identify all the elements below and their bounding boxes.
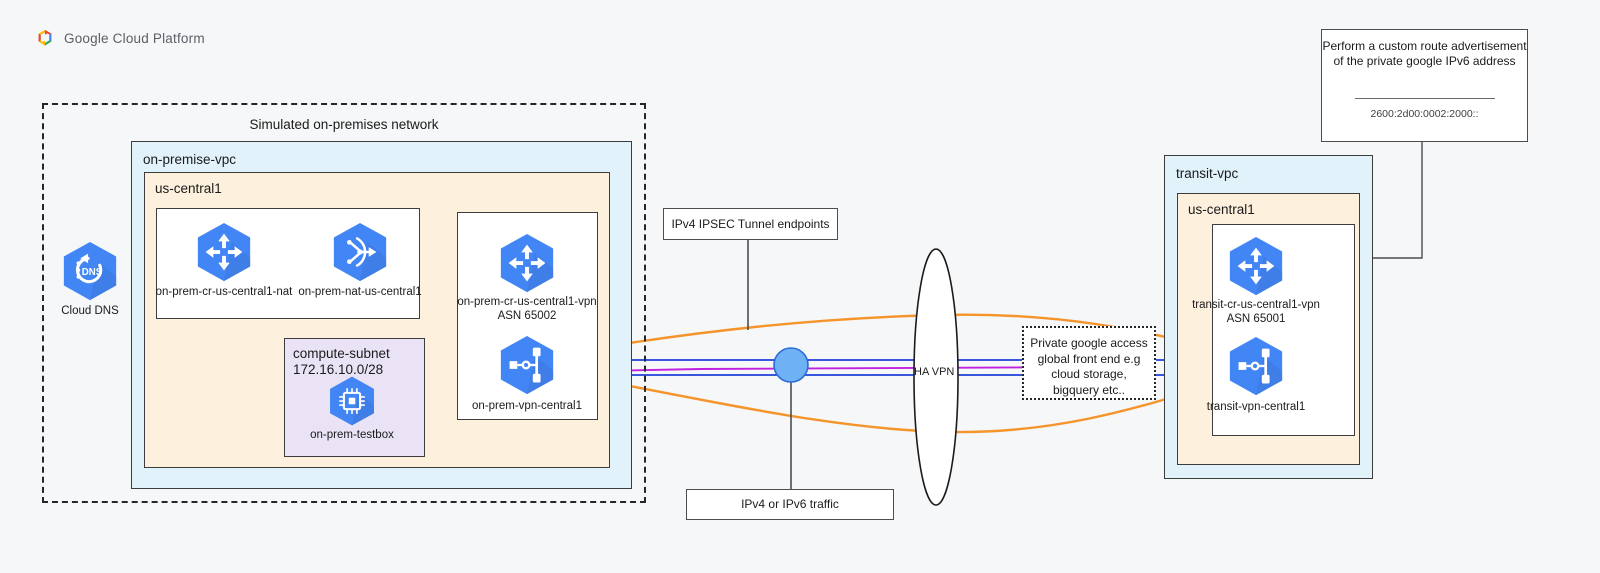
node-transit-cr-vpn-label: transit-cr-us-central1-vpn bbox=[1192, 299, 1320, 311]
on-premise-vpc-title: on-premise-vpc bbox=[143, 152, 237, 167]
node-onprem-nat-label: on-prem-nat-us-central1 bbox=[298, 286, 422, 298]
callout-custom-route-address: 2600:2d00:0002:2000:: bbox=[1370, 108, 1479, 120]
node-transit-cr-vpn-asn: ASN 65001 bbox=[1226, 313, 1286, 325]
node-cloud-dns-label: Cloud DNS bbox=[61, 305, 119, 317]
node-onprem-cr-vpn-label: on-prem-cr-us-central1-vpn bbox=[457, 296, 597, 308]
callout-ipsec-endpoints: IPv4 IPSEC Tunnel endpoints bbox=[663, 208, 838, 240]
gcp-header: Google Cloud Platform bbox=[34, 27, 205, 49]
cloud-nat-icon bbox=[333, 222, 387, 282]
onprem-region-title: us-central1 bbox=[155, 181, 222, 196]
node-transit-vpn-gateway-label: transit-vpn-central1 bbox=[1206, 401, 1306, 413]
transit-vpc-title: transit-vpc bbox=[1176, 166, 1239, 181]
simulated-onprem-title: Simulated on-premises network bbox=[249, 117, 439, 132]
compute-subnet-name: compute-subnet bbox=[293, 346, 390, 361]
callout-custom-route-divider bbox=[1355, 98, 1495, 99]
node-onprem-cr-vpn-asn: ASN 65002 bbox=[497, 310, 557, 322]
cloud-router-icon bbox=[1229, 236, 1283, 296]
vpn-gateway-icon bbox=[500, 335, 554, 395]
simulated-onprem-boundary: Simulated on-premises network bbox=[42, 103, 646, 503]
callout-traffic-text: IPv4 or IPv6 traffic bbox=[741, 497, 839, 511]
transit-region-title: us-central1 bbox=[1188, 202, 1255, 217]
compute-subnet-cidr: 172.16.10.0/28 bbox=[293, 362, 384, 377]
node-onprem-cr-nat-label: on-prem-cr-us-central1-nat bbox=[155, 286, 293, 298]
cloud-router-icon bbox=[197, 222, 251, 282]
cloud-router-icon bbox=[500, 233, 554, 293]
google-cloud-logo-icon bbox=[38, 29, 52, 46]
callout-custom-route: Perform a custom route advertisement of … bbox=[1321, 29, 1528, 142]
ha-vpn-label: HA VPN bbox=[914, 366, 955, 378]
callout-ipsec-endpoints-text: IPv4 IPSEC Tunnel endpoints bbox=[671, 217, 830, 231]
svg-text:DNS: DNS bbox=[82, 267, 103, 278]
callout-traffic: IPv4 or IPv6 traffic bbox=[686, 489, 894, 520]
private-google-access-text: Private google access global front end e… bbox=[1030, 336, 1148, 397]
tunnel-midpoint-node bbox=[773, 347, 809, 383]
vpn-gateway-icon bbox=[1229, 336, 1283, 396]
node-onprem-vpn-gateway-label: on-prem-vpn-central1 bbox=[472, 400, 582, 412]
node-onprem-testbox-label: on-prem-testbox bbox=[310, 429, 394, 441]
gcp-title: Google Cloud Platform bbox=[64, 30, 205, 46]
cloud-dns-icon: DNS bbox=[63, 241, 117, 301]
private-google-access-box: Private google access global front end e… bbox=[1022, 326, 1156, 400]
compute-instance-icon bbox=[330, 376, 374, 426]
callout-custom-route-text: Perform a custom route advertisement of … bbox=[1322, 39, 1527, 68]
